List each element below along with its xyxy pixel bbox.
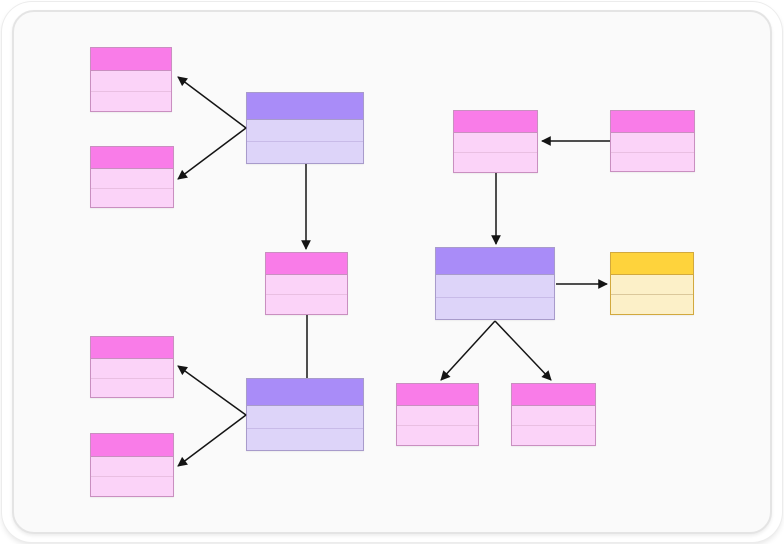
entity-node-header — [91, 147, 173, 169]
entity-node-row — [611, 133, 694, 153]
entity-node-row — [91, 379, 173, 398]
entity-node-header — [454, 111, 537, 133]
entity-node-row — [397, 406, 478, 426]
entity-node-row — [397, 426, 478, 445]
entity-node-body — [266, 275, 347, 314]
entity-node-body — [454, 133, 537, 172]
entity-node-row — [91, 169, 173, 189]
entity-node-purple-bottom-left[interactable] — [246, 378, 364, 451]
entity-node-header — [397, 384, 478, 406]
entity-node-pink-bottom-mid-1[interactable] — [396, 383, 479, 446]
connector-purple-center-to-pink-top-left-1[interactable] — [177, 76, 247, 129]
entity-node-row — [454, 133, 537, 153]
entity-node-row — [611, 275, 693, 295]
entity-node-header — [91, 434, 173, 457]
connector-purple-bottom-left-to-pink-bl-2[interactable] — [177, 414, 247, 467]
entity-node-body — [91, 359, 173, 397]
entity-node-body — [611, 275, 693, 314]
entity-node-pink-bottom-left-1[interactable] — [90, 336, 174, 398]
entity-node-body — [512, 406, 595, 445]
entity-node-pink-bottom-mid-2[interactable] — [511, 383, 596, 446]
entity-node-body — [436, 275, 554, 319]
entity-node-body — [247, 406, 363, 450]
entity-node-header — [512, 384, 595, 406]
entity-node-header — [611, 253, 693, 275]
entity-node-row — [91, 457, 173, 477]
connector-purple-right-to-pink-bottom-mid-1[interactable] — [440, 320, 496, 381]
entity-node-row — [512, 406, 595, 426]
entity-node-yellow-right[interactable] — [610, 252, 694, 315]
entity-node-row — [454, 153, 537, 172]
entity-node-body — [91, 71, 171, 111]
entity-node-row — [266, 295, 347, 314]
entity-node-row — [91, 92, 171, 112]
entity-node-row — [247, 142, 363, 163]
entity-node-header — [611, 111, 694, 133]
entity-node-row — [611, 153, 694, 172]
entity-node-pink-top-left-1[interactable] — [90, 47, 172, 112]
entity-node-header — [436, 248, 554, 275]
entity-node-body — [397, 406, 478, 445]
entity-node-header — [247, 93, 363, 120]
entity-node-body — [91, 169, 173, 207]
entity-node-row — [91, 359, 173, 379]
connector-purple-right-to-pink-bottom-mid-2[interactable] — [494, 320, 552, 381]
entity-node-row — [266, 275, 347, 295]
entity-node-pink-top-left-2[interactable] — [90, 146, 174, 208]
entity-node-row — [91, 477, 173, 496]
entity-node-row — [91, 189, 173, 208]
entity-node-row — [91, 71, 171, 92]
entity-node-row — [512, 426, 595, 445]
entity-node-pink-middle[interactable] — [265, 252, 348, 315]
entity-node-header — [247, 379, 363, 406]
entity-node-header — [266, 253, 347, 275]
entity-node-row — [436, 275, 554, 298]
entity-node-row — [247, 120, 363, 142]
entity-node-row — [611, 295, 693, 314]
entity-node-row — [436, 298, 554, 320]
entity-node-pink-right-2[interactable] — [610, 110, 695, 172]
connector-purple-bottom-left-to-pink-bl-1[interactable] — [177, 365, 247, 416]
entity-node-body — [91, 457, 173, 496]
entity-node-header — [91, 337, 173, 359]
entity-node-row — [247, 406, 363, 429]
entity-node-purple-right[interactable] — [435, 247, 555, 320]
entity-node-body — [611, 133, 694, 171]
entity-node-body — [247, 120, 363, 163]
entity-node-pink-right-1[interactable] — [453, 110, 538, 173]
entity-node-pink-bottom-left-2[interactable] — [90, 433, 174, 497]
entity-node-header — [91, 48, 171, 71]
entity-node-purple-center[interactable] — [246, 92, 364, 164]
entity-node-row — [247, 429, 363, 451]
connector-purple-center-to-pink-top-left-2[interactable] — [177, 127, 247, 180]
